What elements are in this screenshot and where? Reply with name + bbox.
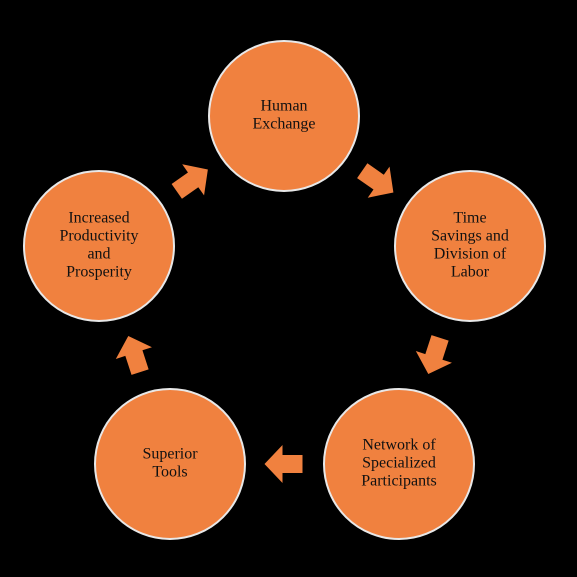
node-circle-network (323, 388, 475, 540)
node-label-productivity-line-0: Increased (68, 210, 129, 227)
flow-arrow-superior-tools-to-productivity (115, 335, 152, 375)
flow-arrow-network-to-superior-tools (264, 445, 303, 483)
node-label-network-line-0: Network of (362, 437, 436, 454)
node-circle-time-savings (394, 170, 546, 322)
node-label-productivity-line-1: Productivity (59, 228, 138, 245)
node-label-superior-tools-line-0: Superior (142, 446, 198, 463)
node-circle-superior-tools (94, 388, 246, 540)
flow-arrow-human-exchange-to-time-savings (357, 163, 394, 198)
node-label-human-exchange-line-0: Human (260, 98, 307, 115)
node-label-superior-tools-line-1: Tools (152, 464, 187, 481)
flow-arrow-time-savings-to-network (415, 335, 452, 375)
flow-arrow-productivity-to-human-exchange (171, 164, 208, 199)
node-label-productivity-line-2: and (87, 246, 110, 263)
node-label-time-savings-line-1: Savings and (431, 228, 509, 245)
node-circle-productivity (23, 170, 175, 322)
node-label-network-line-1: Specialized (362, 455, 436, 472)
flow-arrows (115, 163, 452, 483)
node-label-time-savings-line-2: Division of (434, 246, 507, 263)
node-label-time-savings-line-3: Labor (451, 264, 490, 281)
node-label-human-exchange-line-1: Exchange (252, 116, 315, 133)
node-label-time-savings-line-0: Time (453, 210, 486, 227)
node-label-network-line-2: Participants (361, 473, 437, 490)
node-label-productivity-line-3: Prosperity (66, 264, 132, 281)
node-circle-human-exchange (208, 40, 360, 192)
